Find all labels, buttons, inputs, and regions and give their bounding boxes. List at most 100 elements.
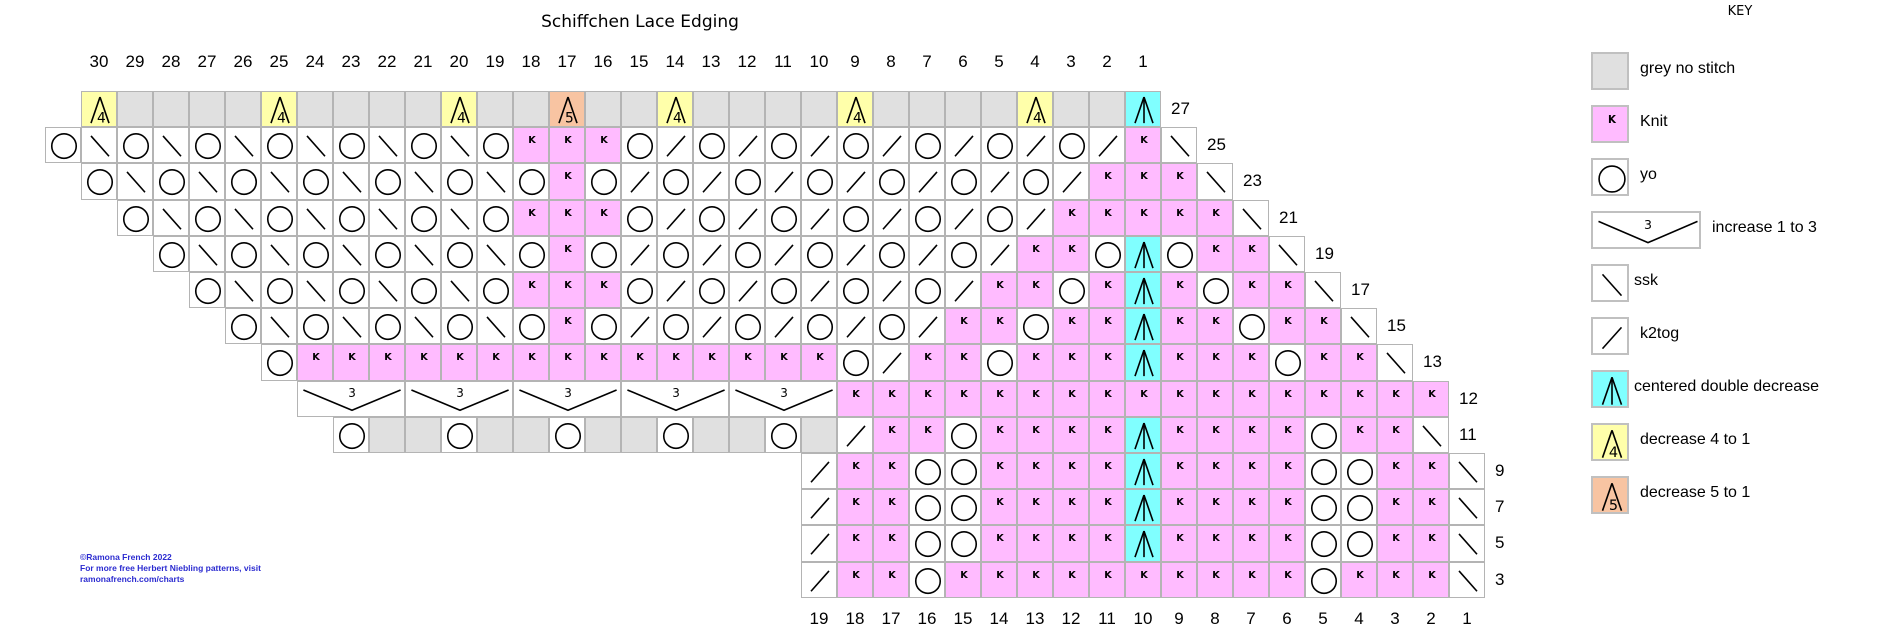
stitch-knit: K [1161, 561, 1197, 598]
knit-icon: K [1392, 425, 1400, 436]
stitch-knit: K [981, 416, 1017, 453]
stitch-no-stitch [585, 91, 621, 128]
knit-icon: K [996, 461, 1004, 472]
knit-icon: K [1248, 497, 1256, 508]
knit-icon: K [528, 208, 536, 219]
stitch-knit: K [1161, 525, 1197, 562]
no-stitch-icon [370, 418, 406, 454]
k2tog-icon [774, 171, 794, 194]
ssk-icon [342, 171, 362, 194]
ssk-icon [1206, 171, 1226, 194]
yo-icon [986, 133, 1014, 160]
row-number: 19 [1315, 243, 1334, 263]
centered-double-decrease-icon [1134, 458, 1154, 486]
stitch-knit: K [1197, 416, 1233, 453]
knit-icon: K [1212, 425, 1220, 436]
bottom-column-number: 18 [845, 609, 865, 628]
knit-icon: K [528, 135, 536, 146]
stitch-centered-double-decrease [1125, 308, 1161, 345]
svg-text:K: K [960, 316, 968, 327]
stitch-yo [765, 416, 801, 453]
ssk-icon [1458, 497, 1478, 519]
yo-icon [1202, 278, 1230, 305]
knit-icon: K [528, 280, 536, 291]
svg-text:K: K [1176, 208, 1184, 219]
knit-icon: K [1176, 353, 1184, 364]
svg-text:K: K [564, 353, 572, 364]
top-column-number: 14 [665, 52, 685, 71]
stitch-knit: K [873, 489, 909, 526]
yo-icon [554, 422, 582, 449]
svg-text:K: K [564, 208, 572, 219]
svg-text:K: K [1176, 353, 1184, 364]
yo-icon [50, 133, 78, 160]
svg-text:K: K [960, 389, 968, 400]
yo-icon [878, 314, 906, 341]
k2tog-icon [702, 171, 722, 194]
knit-icon: K [1428, 570, 1436, 581]
yo-icon [1310, 567, 1338, 594]
stitch-centered-double-decrease [1125, 272, 1161, 309]
yo-icon [1346, 459, 1374, 486]
stitch-knit: K [1197, 525, 1233, 562]
top-column-number: 17 [557, 52, 577, 71]
knit-icon: K [1032, 425, 1040, 436]
stitch-no-stitch [801, 91, 837, 128]
stitch-yo [1341, 453, 1377, 490]
row-number: 21 [1279, 207, 1298, 227]
stitch-knit: K [1089, 163, 1125, 200]
yo-icon [986, 205, 1014, 232]
knit-icon: K [888, 534, 896, 545]
ssk-icon [414, 171, 434, 194]
stitch-knit: K [1341, 416, 1377, 453]
stitch-knit: K [1197, 308, 1233, 345]
stitch-yo [477, 127, 513, 164]
svg-text:K: K [996, 280, 1004, 291]
stitch-yo [693, 199, 729, 236]
decrease-4-to-1-icon: 4 [846, 96, 866, 126]
yo-icon [842, 205, 870, 232]
top-column-number: 9 [850, 52, 860, 71]
stitch-yo [945, 163, 981, 200]
svg-text:K: K [672, 353, 680, 364]
stitch-yo [225, 308, 261, 345]
stitch-knit: K [981, 453, 1017, 490]
stitch-no-stitch [405, 91, 441, 128]
centered-double-decrease-icon [1134, 96, 1154, 124]
svg-text:3: 3 [780, 386, 788, 400]
website-link[interactable]: ramonafrench.com/charts [80, 574, 185, 584]
centered-double-decrease-icon [1134, 350, 1154, 377]
decrease-4-to-1-icon: 4 [450, 96, 470, 126]
svg-text:K: K [1104, 353, 1112, 364]
stitch-yo [945, 489, 981, 526]
yo-icon [122, 205, 150, 232]
stitch-knit: K [333, 344, 369, 381]
knit-icon: K [1248, 389, 1256, 400]
svg-text:K: K [1104, 461, 1112, 472]
knit-icon: K [1176, 316, 1184, 327]
stitch-k2tog [801, 199, 837, 236]
svg-text:K: K [564, 244, 572, 255]
yo-icon [518, 169, 546, 196]
stitch-k2tog [837, 235, 873, 272]
svg-text:K: K [1392, 534, 1400, 545]
stitch-ssk [405, 308, 441, 345]
stitch-knit: K [1269, 561, 1305, 598]
stitch-no-stitch [153, 91, 189, 128]
row-number: 15 [1387, 316, 1406, 336]
svg-text:K: K [1392, 389, 1400, 400]
stitch-decrease-4-to-1: 4 [441, 91, 477, 128]
stitch-yo [333, 199, 369, 236]
stitch-no-stitch [945, 91, 981, 128]
knit-icon: K [996, 389, 1004, 400]
svg-text:K: K [1104, 425, 1112, 436]
k2tog-icon [954, 208, 974, 230]
bottom-column-number: 6 [1282, 609, 1292, 628]
knit-icon: K [636, 353, 644, 364]
stitch-yo [765, 272, 801, 309]
stitch-no-stitch [729, 91, 765, 128]
stitch-yo [117, 127, 153, 164]
stitch-ssk [441, 127, 477, 164]
stitch-ssk [405, 163, 441, 200]
stitch-knit: K [1305, 308, 1341, 345]
